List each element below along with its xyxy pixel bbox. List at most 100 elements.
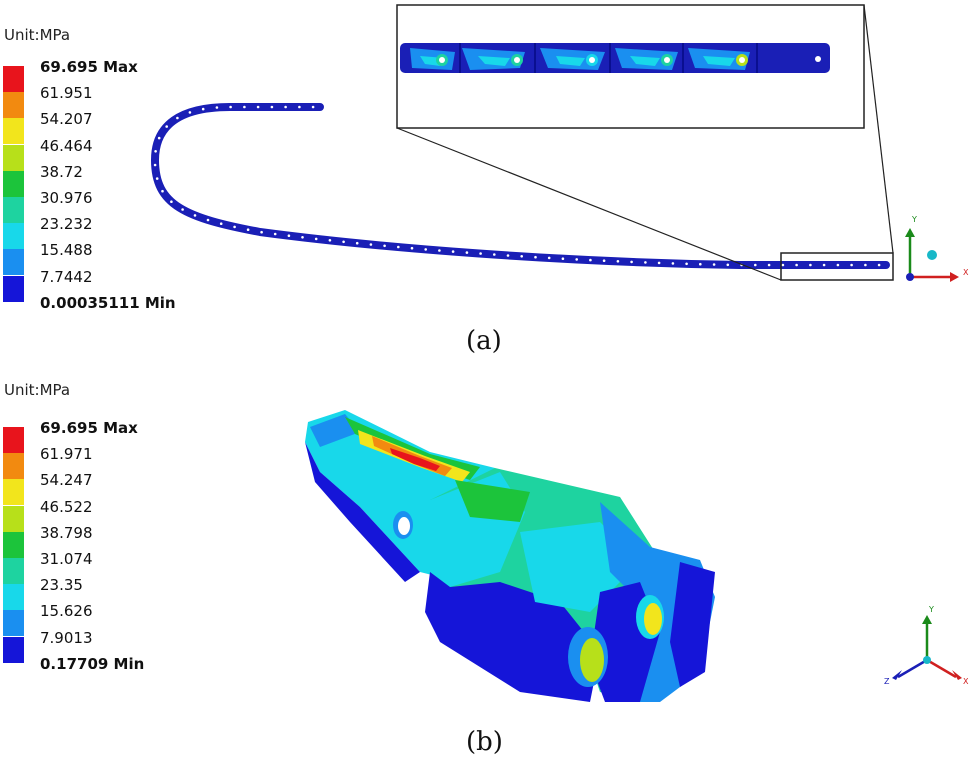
- chain-pin-hole: [311, 105, 315, 109]
- chain-pin-hole: [170, 200, 173, 203]
- legend-swatch: [3, 453, 24, 480]
- chain-pin-hole: [589, 258, 592, 262]
- link-part-body: [305, 410, 715, 702]
- chain-pin-hole: [154, 150, 157, 153]
- chain-holes: [153, 105, 881, 267]
- legend-swatch: [3, 223, 24, 250]
- chain-pin-hole: [424, 248, 428, 251]
- legend-swatch: [3, 92, 24, 119]
- chain-pin-hole: [451, 250, 455, 253]
- chain-pin-hole: [181, 208, 184, 211]
- legend-swatch: [3, 531, 24, 558]
- chain-pin-hole: [520, 254, 523, 258]
- chain-pin-hole: [850, 263, 853, 267]
- legend-value: 46.464: [40, 136, 93, 155]
- legend-swatch: [3, 144, 24, 171]
- panel-a: Unit:MPa 69.695 Max 61.951 54.207 46.464 38.…: [0, 0, 971, 372]
- chain-pin-hole: [246, 228, 250, 231]
- chain-pin-hole: [229, 105, 232, 109]
- legend-value: 61.951: [40, 84, 93, 103]
- chain-pin-hole: [165, 125, 168, 128]
- chain-pin-hole: [260, 230, 263, 234]
- legend-swatch: [3, 197, 24, 223]
- axis-y-label: Y: [911, 215, 917, 224]
- chain-pin-hole: [561, 257, 565, 261]
- chain-pin-hole: [219, 222, 223, 225]
- chain-pin-hole: [685, 262, 688, 266]
- chain-pin-hole: [153, 163, 157, 167]
- legend-swatch: [3, 118, 24, 145]
- chain-shape: [150, 103, 890, 269]
- unit-label: Unit:MPa: [4, 26, 71, 44]
- chain-pin-hole: [270, 105, 274, 109]
- axis-x-label: X: [963, 677, 969, 686]
- chain-pin-hole: [616, 260, 620, 263]
- chain-pin-hole: [767, 263, 771, 267]
- chain-pin-hole: [699, 262, 702, 266]
- chain-pin-hole: [438, 249, 441, 252]
- chain-pin-hole: [712, 263, 716, 266]
- legend-swatch: [3, 170, 24, 197]
- chain-pin-hole: [575, 258, 578, 261]
- chain-pin-hole: [506, 254, 510, 257]
- zoom-inset-links: [400, 43, 830, 73]
- chain-pin-hole: [287, 234, 291, 237]
- axis-triad: Y X Z: [884, 605, 969, 686]
- legend-swatch: [3, 66, 24, 92]
- chain-pin-hole: [534, 255, 537, 259]
- chain-pin-hole: [397, 245, 400, 249]
- chain-pin-hole: [161, 189, 164, 193]
- legend-value: 61.971: [40, 445, 93, 464]
- link-part-view: Y X Z: [305, 410, 969, 702]
- legend-value: 69.695 Max: [40, 58, 138, 76]
- chain-pin-hole: [630, 260, 633, 264]
- legend-value: 7.9013: [40, 628, 93, 647]
- legend-value: 7.7442: [40, 267, 93, 286]
- chain-pin-hole: [155, 177, 159, 180]
- chain-model-view: Y X: [150, 4, 969, 282]
- legend-value: 23.232: [40, 215, 93, 234]
- legend-value: 54.247: [40, 471, 93, 490]
- chain-pin-hole: [243, 105, 246, 109]
- chain-pin-hole: [754, 263, 757, 267]
- chain-pin-hole: [273, 232, 277, 236]
- legend-swatch: [3, 479, 24, 506]
- chain-pin-hole: [795, 263, 798, 267]
- chain-pin-hole: [201, 107, 205, 111]
- chain-pin-hole: [193, 214, 197, 217]
- chain-pin-hole: [465, 251, 469, 254]
- chain-pin-hole: [781, 263, 785, 267]
- legend-swatch: [3, 505, 24, 532]
- chain-pin-hole: [547, 256, 551, 260]
- chain-pin-hole: [726, 263, 730, 267]
- chain-pin-hole: [493, 253, 496, 256]
- chain-pin-hole: [284, 105, 287, 109]
- chain-pin-hole: [355, 241, 359, 245]
- chain-pin-hole: [176, 116, 179, 120]
- legend-value: 0.17709 Min: [40, 654, 145, 673]
- legend-value: 38.798: [40, 523, 93, 542]
- legend-value: 31.074: [40, 550, 93, 568]
- chain-pin-hole: [383, 244, 386, 248]
- legend-swatch: [3, 427, 24, 453]
- legend-value: 23.35: [40, 576, 83, 595]
- axis-triad: Y X: [905, 215, 969, 282]
- legend-value: 54.207: [40, 110, 93, 129]
- legend-swatch: [3, 636, 24, 663]
- legend-swatch: [3, 249, 24, 276]
- legend-value: 38.72: [40, 162, 83, 181]
- chain-pin-hole: [157, 136, 161, 140]
- legend-value: 46.522: [40, 497, 93, 516]
- chain-pin-hole: [479, 252, 482, 255]
- chain-pin-hole: [602, 259, 606, 263]
- chain-pin-hole: [328, 239, 332, 242]
- unit-label: Unit:MPa: [4, 381, 71, 399]
- legend-swatch: [3, 558, 24, 584]
- callout-box: [780, 252, 894, 281]
- caption-a: (a): [466, 326, 502, 356]
- legend-swatch: [3, 610, 24, 637]
- axis-z-label: Z: [884, 677, 890, 686]
- legend-value: 15.488: [40, 241, 93, 260]
- chain-pin-hole: [657, 261, 661, 265]
